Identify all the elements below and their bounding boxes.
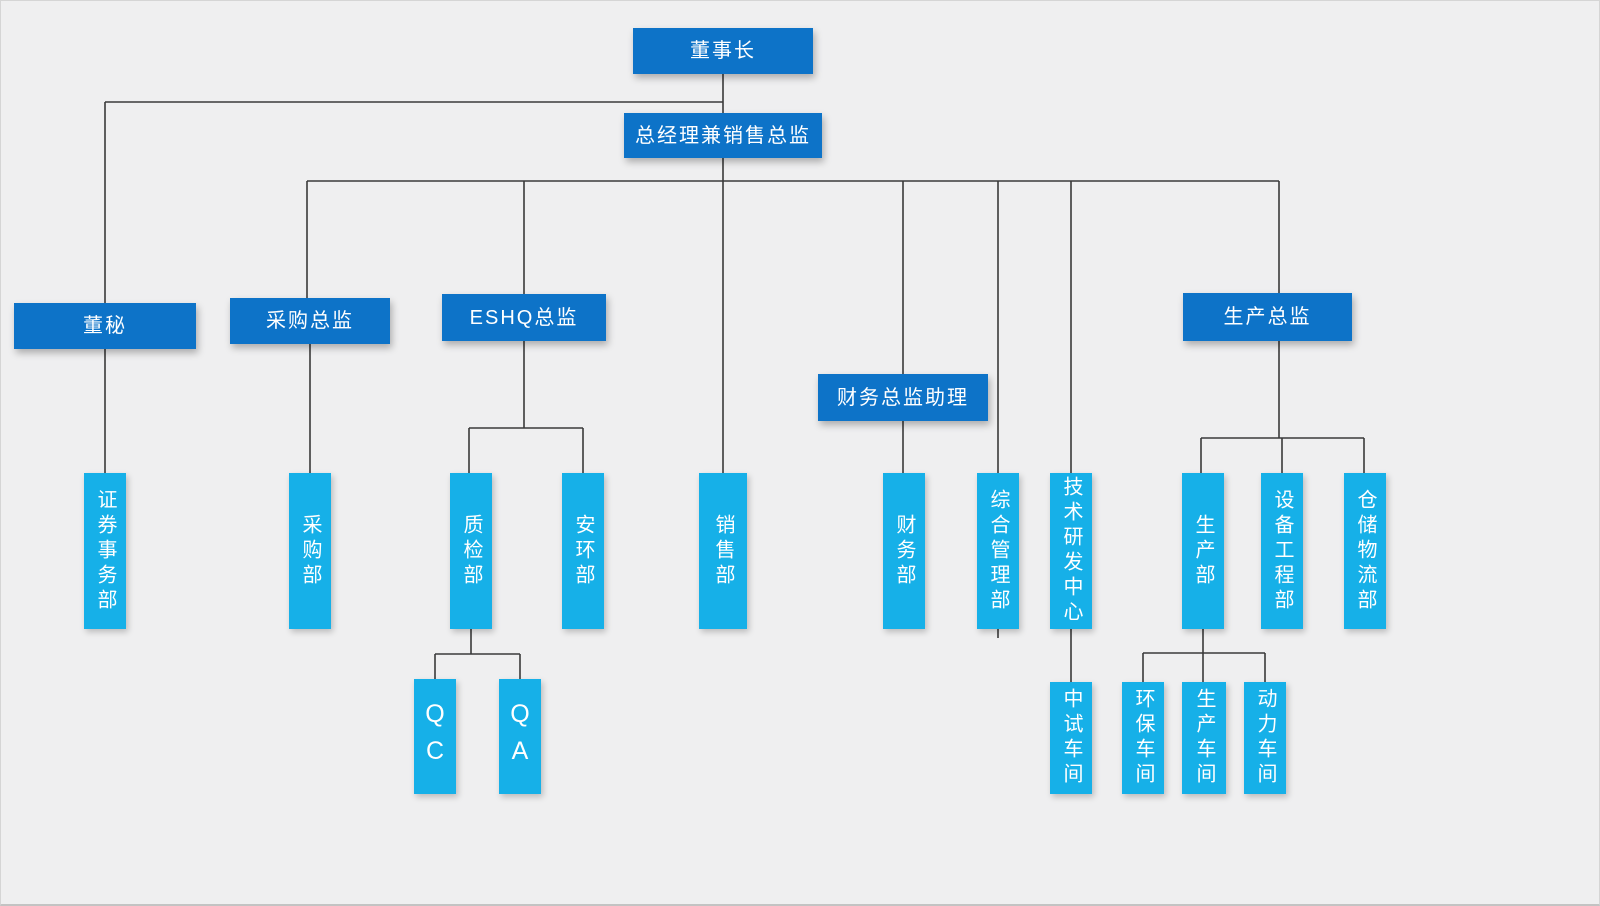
org-node-qa: QA — [499, 679, 541, 794]
org-node-label: 财务总监助理 — [837, 386, 969, 409]
org-node-label: 技术研发中心 — [1060, 476, 1082, 626]
org-node-label: 中试车间 — [1060, 688, 1082, 788]
org-node-procurement-director: 采购总监 — [230, 298, 390, 344]
org-node-sales-dept: 销售部 — [699, 473, 747, 629]
org-node-label: 环保车间 — [1132, 688, 1154, 788]
org-node-qc: QC — [414, 679, 456, 794]
org-node-label: 总经理兼销售总监 — [635, 124, 811, 147]
org-node-warehouse-logistics-dept: 仓储物流部 — [1344, 473, 1386, 629]
org-node-label: 证券事务部 — [94, 488, 116, 614]
org-node-finance-director-assistant: 财务总监助理 — [818, 374, 988, 421]
org-node-label: 设备工程部 — [1271, 488, 1293, 614]
org-node-chairman: 董事长 — [633, 28, 813, 74]
org-node-label: 董事长 — [690, 40, 756, 62]
org-node-production-dept: 生产部 — [1182, 473, 1224, 629]
org-node-equipment-engineering-dept: 设备工程部 — [1261, 473, 1303, 629]
org-node-label: 综合管理部 — [987, 488, 1009, 614]
org-node-securities-affairs-dept: 证券事务部 — [84, 473, 126, 629]
org-node-label: QA — [506, 699, 534, 774]
org-node-label: 仓储物流部 — [1354, 488, 1376, 614]
org-node-production-director: 生产总监 — [1183, 293, 1352, 341]
org-node-label: 销售部 — [712, 513, 734, 589]
org-node-quality-inspection-dept: 质检部 — [450, 473, 492, 629]
org-node-label: 安环部 — [572, 513, 594, 589]
org-node-label: 生产总监 — [1223, 306, 1312, 328]
org-node-label: 质检部 — [460, 513, 482, 589]
org-node-environmental-workshop: 环保车间 — [1122, 682, 1164, 794]
org-node-label: 董秘 — [83, 315, 127, 337]
org-node-production-workshop: 生产车间 — [1182, 682, 1226, 794]
org-node-label: ESHQ总监 — [469, 306, 579, 329]
org-node-board-secretary: 董秘 — [14, 303, 196, 349]
org-node-tech-rd-center: 技术研发中心 — [1050, 473, 1092, 629]
org-node-power-workshop: 动力车间 — [1244, 682, 1286, 794]
org-node-label: 动力车间 — [1254, 688, 1276, 788]
org-node-label: 生产部 — [1192, 513, 1214, 589]
org-node-general-management-dept: 综合管理部 — [977, 473, 1019, 629]
org-node-label: QC — [421, 699, 449, 774]
org-node-label: 生产车间 — [1193, 688, 1215, 788]
org-node-gm-sales-director: 总经理兼销售总监 — [624, 113, 822, 158]
org-node-procurement-dept: 采购部 — [289, 473, 331, 629]
org-node-label: 采购部 — [299, 513, 321, 589]
org-node-eshq-director: ESHQ总监 — [442, 294, 606, 341]
org-node-safety-environment-dept: 安环部 — [562, 473, 604, 629]
org-node-pilot-workshop: 中试车间 — [1050, 682, 1092, 794]
org-node-label: 采购总监 — [266, 310, 354, 332]
org-node-finance-dept: 财务部 — [883, 473, 925, 629]
org-node-label: 财务部 — [893, 513, 915, 589]
